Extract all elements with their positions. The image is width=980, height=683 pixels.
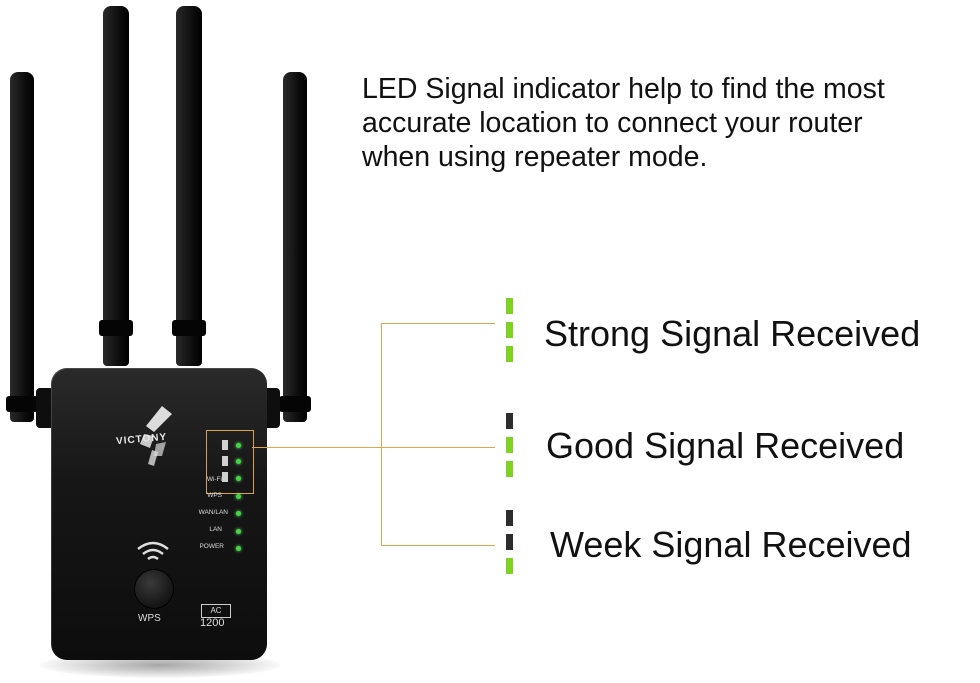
antenna-3 [176,6,202,366]
device-side-mount [36,388,54,428]
indicator-bar-2 [506,437,513,453]
callout-line-horizontal [252,447,382,448]
wps-led [236,494,241,499]
antenna-joint [172,320,206,336]
wan-lan-led [236,511,241,516]
antenna-1 [10,72,34,422]
signal-led [236,459,241,464]
brand-logo-icon [140,406,172,466]
headline-line-2: accurate location to connect your router [362,107,863,139]
ac-model-number: 1200 [200,617,225,629]
callout-line-good [381,447,495,448]
led-label-power: POWER [199,543,224,550]
power-led [236,546,241,551]
callout-line-strong [381,323,495,324]
antenna-joint [99,320,133,336]
antenna-joint [6,396,38,412]
wps-button [135,570,173,608]
indicator-bar-1 [506,510,513,526]
strong-signal-label: Strong Signal Received [544,313,921,354]
week-signal-label: Week Signal Received [550,524,912,565]
antenna-4 [283,72,307,422]
signal-led [236,476,241,481]
indicator-bar-3 [506,461,513,477]
led-label-wan-lan: WAN/LAN [198,509,228,516]
indicator-bar-3 [506,346,513,362]
device-signal-bar [222,456,228,466]
device-signal-bar [222,472,228,482]
indicator-bar-1 [506,298,513,314]
headline-line-1: LED Signal indicator help to find the mo… [362,73,885,105]
indicator-bar-1 [506,413,513,429]
indicator-bar-2 [506,322,513,338]
headline-line-3: when using repeater mode. [362,141,708,173]
signal-indicator-box [206,430,254,494]
led-label-wps: WPS [207,492,222,499]
headline-text: LED Signal indicator help to find the mo… [362,72,978,174]
wifi-icon [137,541,169,561]
led-label-wifi: Wi-Fi [206,476,222,483]
ac-badge: AC [201,604,231,618]
antenna-joint [279,396,311,412]
callout-line-vertical [381,323,382,545]
wifi-extender-device: VICTONY Wi-Fi WPS WAN/LAN LAN POWER WPS … [0,0,330,683]
indicator-bar-2 [506,534,513,550]
callout-line-week [381,545,495,546]
lan-led [236,529,241,534]
signal-led [236,443,241,448]
led-label-lan: LAN [209,526,222,533]
antenna-2 [103,6,129,366]
indicator-bar-3 [506,558,513,574]
good-signal-label: Good Signal Received [546,425,905,466]
device-signal-bar [222,440,228,450]
wps-button-label: WPS [138,613,161,624]
